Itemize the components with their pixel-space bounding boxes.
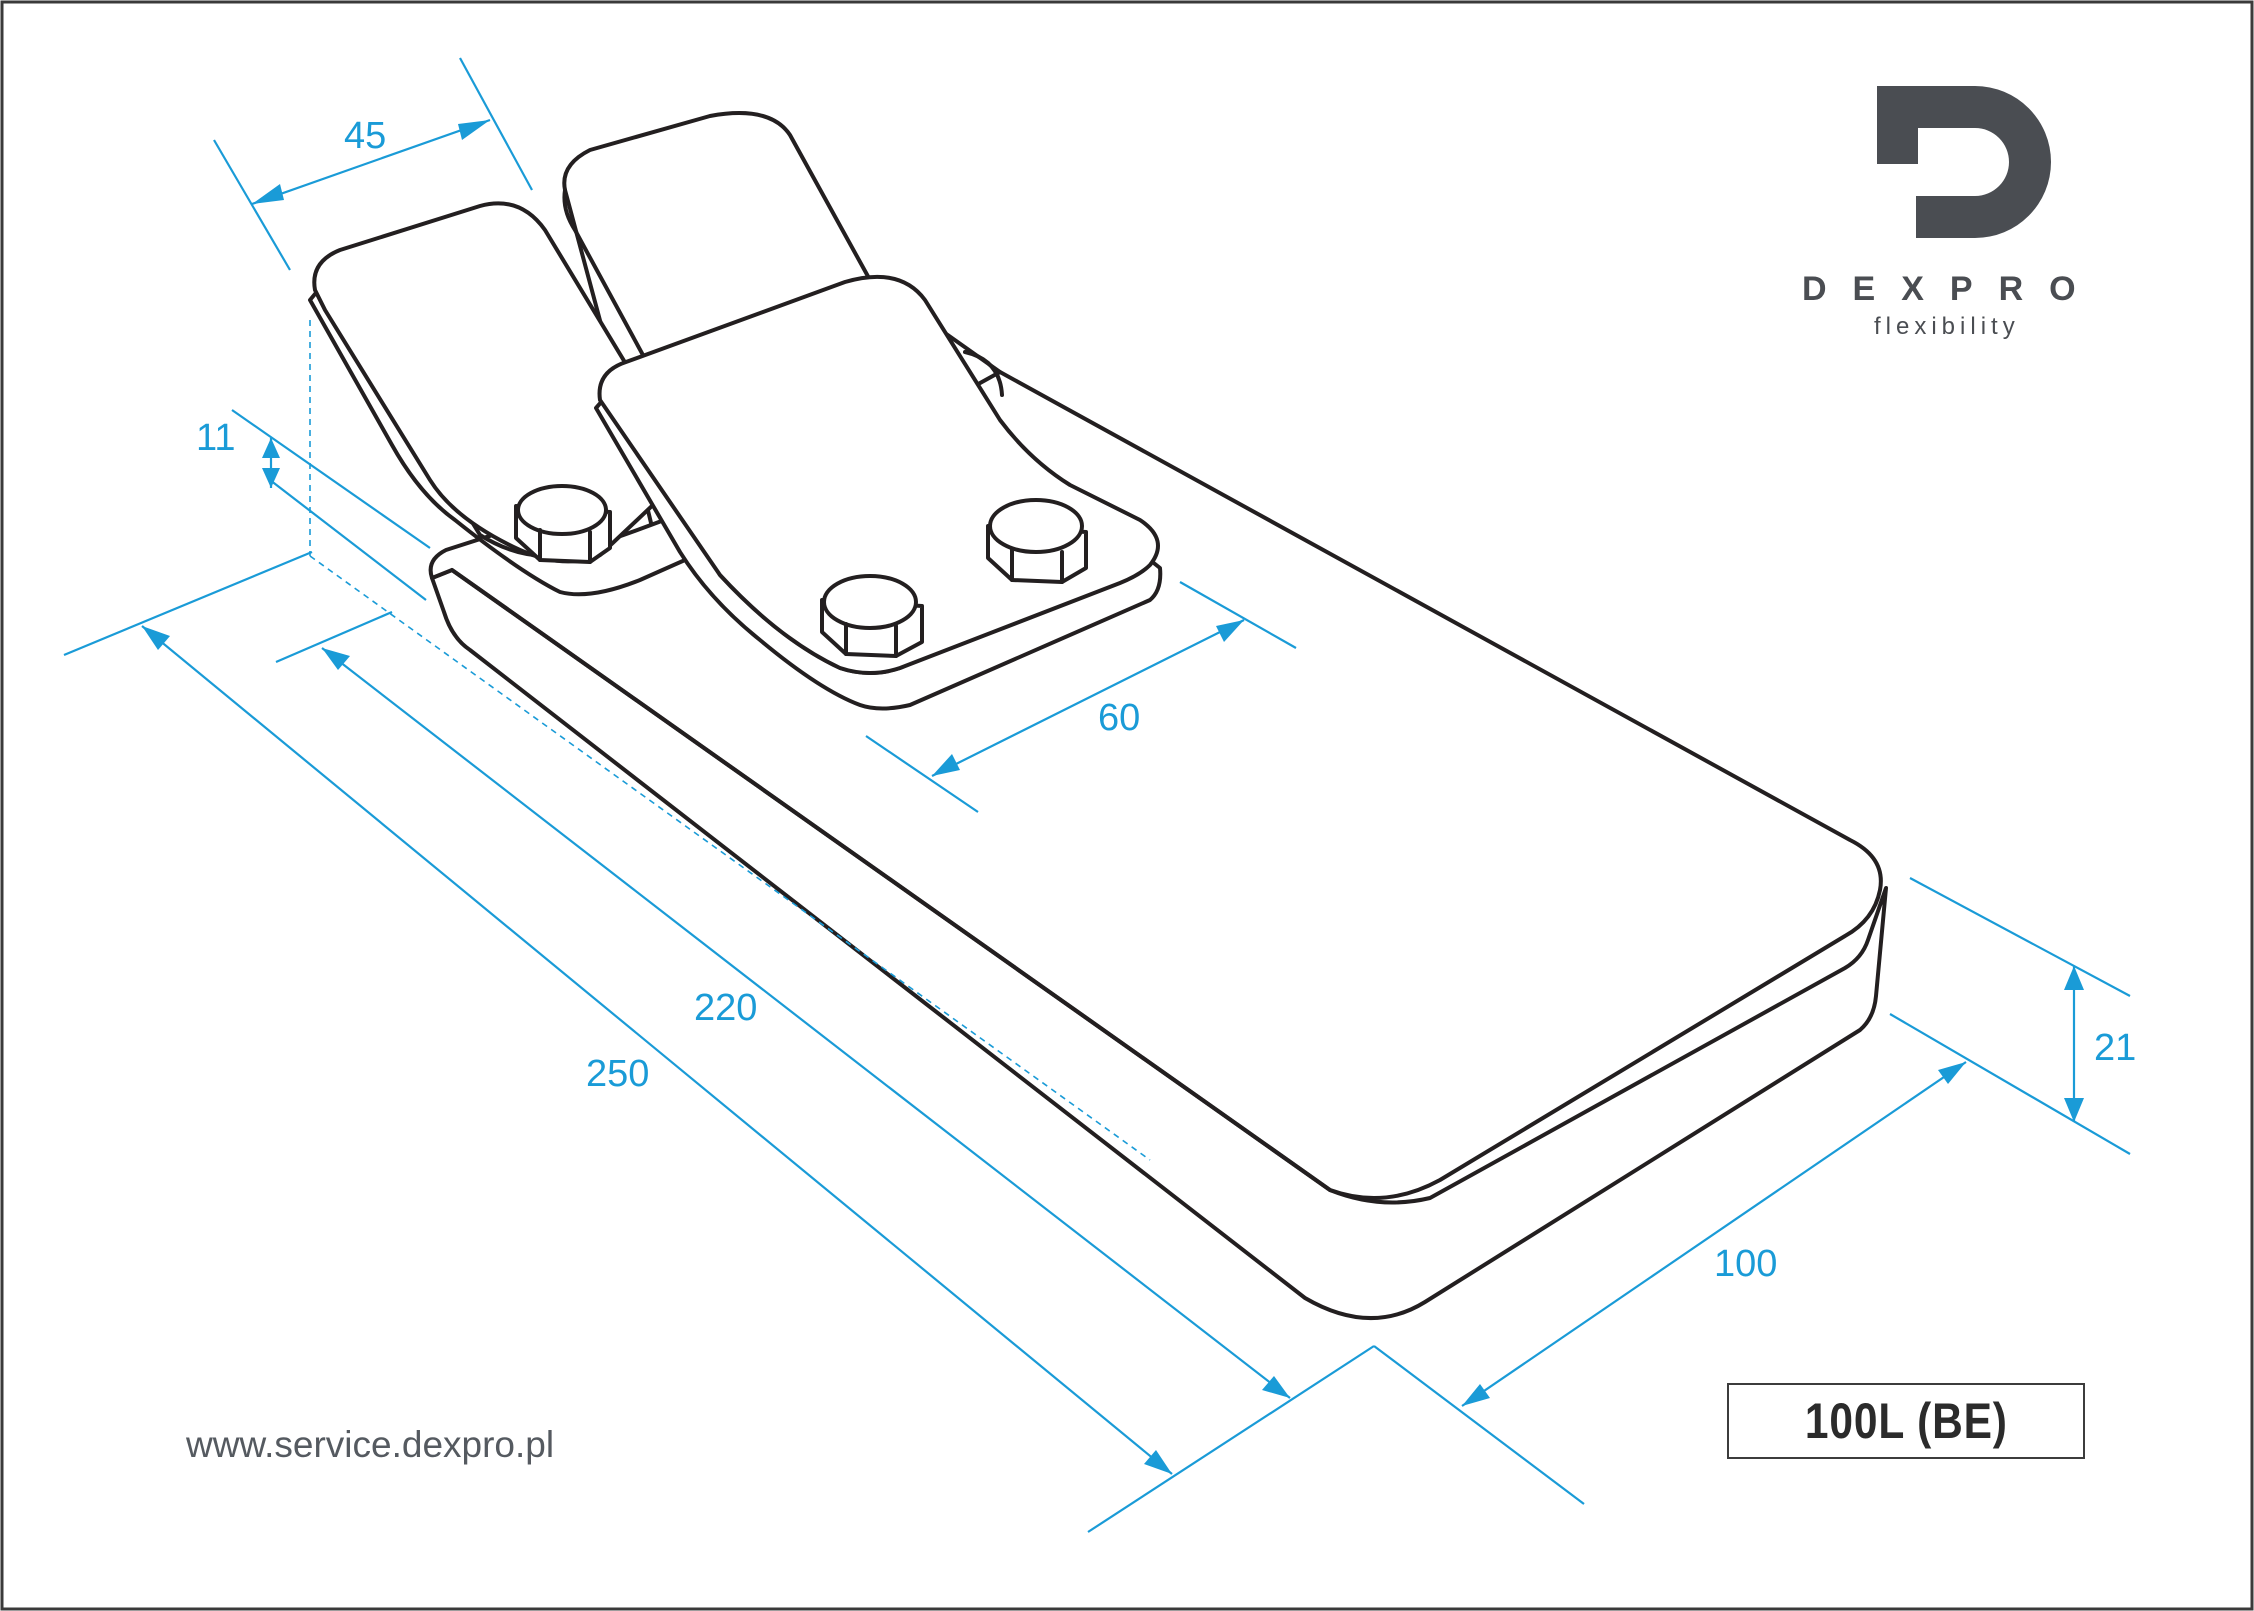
nut-right bbox=[986, 498, 1088, 584]
dim-label-45: 45 bbox=[344, 115, 386, 157]
brand-name: DEXPRO bbox=[1802, 270, 2102, 308]
base-pad-edge bbox=[450, 568, 1332, 1192]
nut-center bbox=[820, 574, 924, 658]
product-drawing bbox=[308, 111, 1888, 1320]
dim-label-250: 250 bbox=[586, 1053, 649, 1095]
dim-label-60: 60 bbox=[1098, 697, 1140, 739]
dim-label-11: 11 bbox=[196, 417, 235, 459]
model-label: 100L (BE) bbox=[1804, 1393, 2008, 1449]
dim-label-21: 21 bbox=[2094, 1027, 2136, 1069]
dim-label-100: 100 bbox=[1714, 1243, 1777, 1285]
bracket-joint bbox=[963, 350, 1004, 397]
brand-logo: DEXPRO flexibility bbox=[1802, 86, 2102, 340]
dimension-lines: 45 11 60 220 250 100 21 bbox=[63, 57, 2136, 1533]
nut-left bbox=[514, 484, 612, 564]
base-pad-side bbox=[430, 568, 1888, 1320]
brand-tagline: flexibility bbox=[1874, 313, 2020, 340]
dexpro-d-logo-icon bbox=[1877, 86, 2051, 238]
back-bracket-edge bbox=[562, 188, 652, 370]
dim-label-220: 220 bbox=[694, 987, 757, 1029]
website-url: www.service.dexpro.pl bbox=[186, 1424, 555, 1465]
model-label-box: 100L (BE) bbox=[1727, 1383, 2085, 1459]
